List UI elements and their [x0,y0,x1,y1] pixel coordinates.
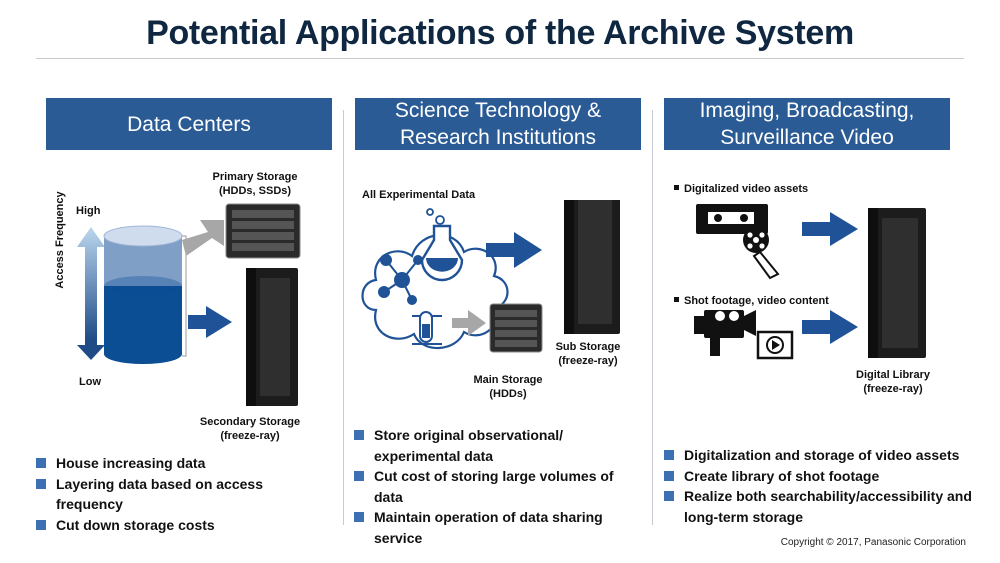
list-item: Realize both searchability/accessibility… [664,486,974,527]
column-header-label: Science Technology & Research Institutio… [394,99,602,149]
title-divider [36,58,964,59]
list-item: Digitalization and storage of video asse… [664,445,974,466]
primary-storage-label: Primary Storage (HDDs, SSDs) [212,171,298,197]
column-divider [343,110,344,525]
copyright-notice: Copyright © 2017, Panasonic Corporation [780,537,966,548]
bullet-square [674,185,679,190]
blue-arrow-icon [486,232,542,268]
data-centers-diagram [77,203,301,406]
server-rack-icon [868,208,926,358]
low-label: Low [79,376,101,388]
list-item: Cut cost of storing large volumes of dat… [354,466,639,507]
access-frequency-arrow [77,227,105,360]
data-centers-bullets: House increasing data Layering data base… [36,453,326,535]
shot-footage-text: Shot footage, video content [684,295,829,307]
column-header-imaging: Imaging, Broadcasting, Surveillance Vide… [664,98,950,150]
high-label: High [76,205,101,217]
play-button-icon [756,330,794,360]
blue-arrow-icon [188,306,232,338]
experimental-data-label: All Experimental Data [362,189,476,201]
vhs-tape-icon [696,204,768,234]
column-header-science: Science Technology & Research Institutio… [355,98,641,150]
shot-footage-label: Shot footage, video content [674,295,829,307]
column-header-label: Imaging, Broadcasting, Surveillance Vide… [699,99,915,149]
bullet-square [674,297,679,302]
list-item: Layering data based on access frequency [36,474,326,515]
film-reel-icon [743,227,780,280]
main-storage-label: Main Storage (HDDs) [473,374,543,400]
cylinder-icon [103,225,183,364]
flask-icon [420,208,464,282]
test-tube-icon [412,311,442,345]
science-bullets: Store original observational/ experiment… [354,425,639,548]
list-item: Create library of shot footage [664,466,974,487]
blue-arrow-icon [802,212,858,246]
list-item: House increasing data [36,453,326,474]
blue-arrow-icon [802,310,858,344]
access-frequency-label: Access Frequency [54,191,66,289]
digital-library-label: Digital Library (freeze-ray) [856,369,930,395]
video-assets-label: Digitalized video assets [674,183,808,195]
secondary-storage-label: Secondary Storage (freeze-ray) [199,416,301,442]
page-title: Potential Applications of the Archive Sy… [146,14,854,52]
video-camera-icon [694,310,756,356]
column-header-label: Data Centers [127,112,251,136]
molecule-icon [378,254,423,305]
list-item: Cut down storage costs [36,515,326,536]
sub-storage-label: Sub Storage (freeze-ray) [555,341,621,367]
video-assets-text: Digitalized video assets [684,183,809,195]
list-item: Maintain operation of data sharing servi… [354,507,639,548]
imaging-bullets: Digitalization and storage of video asse… [664,445,974,527]
science-diagram [361,200,620,353]
imaging-diagram [694,204,926,360]
gray-arrow-icon [182,220,224,256]
column-header-data-centers: Data Centers [46,98,332,150]
server-rack-icon [564,200,620,334]
column-divider [652,110,653,525]
gray-arrow-icon [452,310,486,336]
server-rack-icon [246,268,298,406]
server-unit-icon [489,303,543,353]
list-item: Store original observational/ experiment… [354,425,639,466]
server-unit-icon [225,203,301,259]
